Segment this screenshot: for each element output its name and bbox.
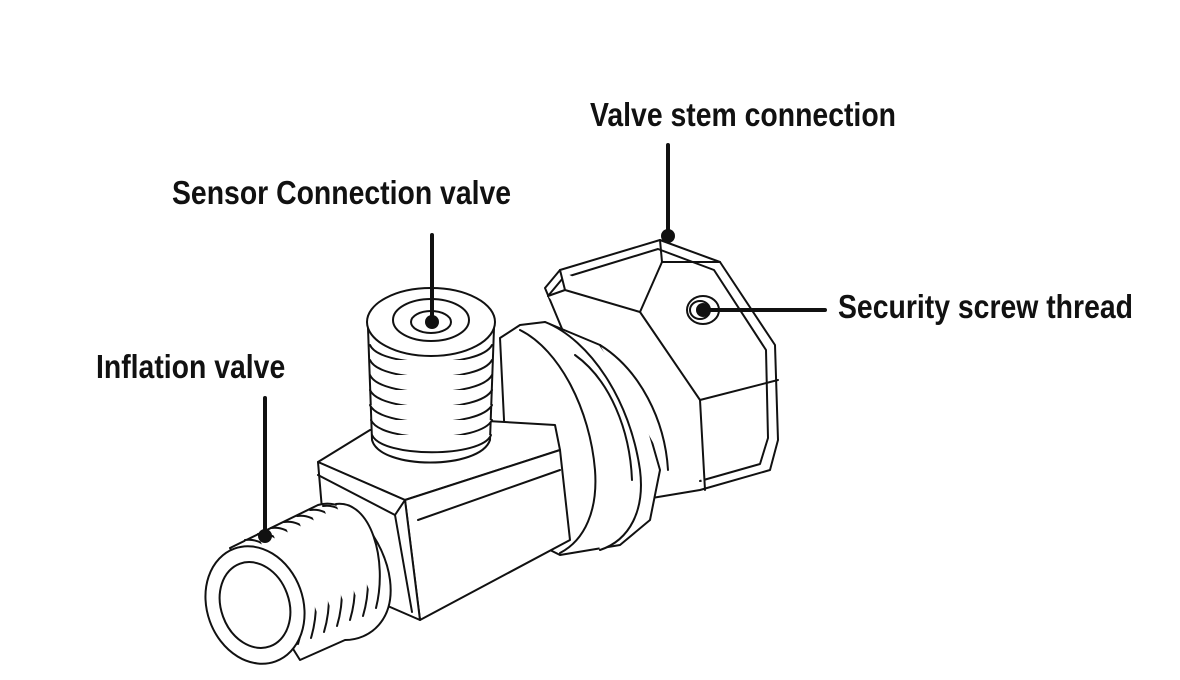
callout-dots bbox=[258, 229, 710, 543]
callout-lines bbox=[263, 143, 827, 537]
dot-inflation bbox=[258, 529, 272, 543]
label-sensor-connection-valve: Sensor Connection valve bbox=[172, 174, 512, 211]
inflation-thread-post bbox=[204, 502, 392, 665]
dot-valve-stem bbox=[661, 229, 675, 243]
label-inflation-valve: Inflation valve bbox=[96, 348, 286, 385]
dot-sensor bbox=[425, 315, 439, 329]
label-valve-stem-connection: Valve stem connection bbox=[590, 96, 896, 133]
dot-security bbox=[696, 303, 710, 317]
label-security-screw-thread: Security screw thread bbox=[838, 288, 1133, 325]
hex-nut bbox=[544, 239, 779, 501]
